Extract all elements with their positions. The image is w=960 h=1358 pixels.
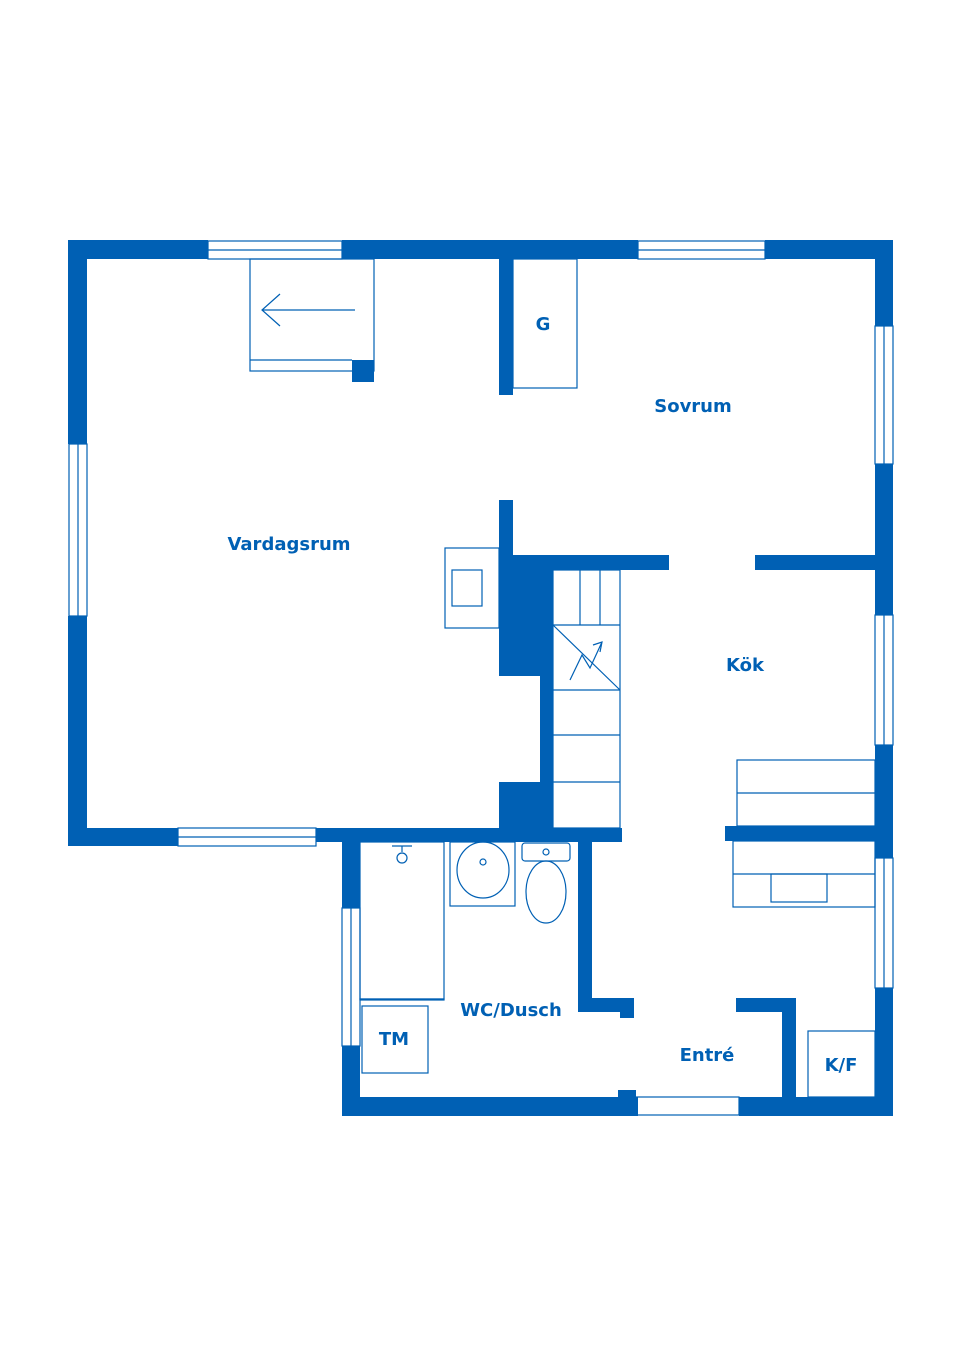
fridge-freezer bbox=[807, 1030, 876, 1098]
entrance-door-opening bbox=[635, 1096, 740, 1116]
wardrobe-g bbox=[512, 258, 578, 389]
room-label-entre: Entré bbox=[680, 1045, 735, 1066]
room-label-sovrum: Sovrum bbox=[654, 396, 732, 417]
room-label-wc-dusch: WC/Dusch bbox=[460, 1000, 562, 1021]
label-kyl-frys: K/F bbox=[825, 1055, 858, 1076]
toilet bbox=[521, 842, 571, 924]
washing-machine bbox=[359, 998, 445, 1074]
fireplace bbox=[444, 547, 500, 629]
label-tvattmaskin: TM bbox=[379, 1029, 409, 1050]
arrow-left-icon bbox=[261, 293, 281, 327]
wardrobe-vardagsrum bbox=[249, 258, 375, 372]
room-labels: Vardagsrum Sovrum Kök WC/Dusch Entré G T… bbox=[227, 314, 857, 1076]
room-label-vardagsrum: Vardagsrum bbox=[227, 534, 350, 555]
kitchen-counter bbox=[732, 759, 876, 908]
windows bbox=[68, 240, 894, 1116]
stairs bbox=[552, 569, 621, 829]
shower bbox=[359, 841, 445, 1000]
room-label-kok: Kök bbox=[726, 655, 765, 676]
washbasin bbox=[449, 841, 516, 907]
fixtures bbox=[249, 258, 876, 1098]
walls bbox=[68, 240, 893, 1116]
label-garderob: G bbox=[536, 314, 551, 335]
stair-break-icon bbox=[569, 641, 603, 681]
